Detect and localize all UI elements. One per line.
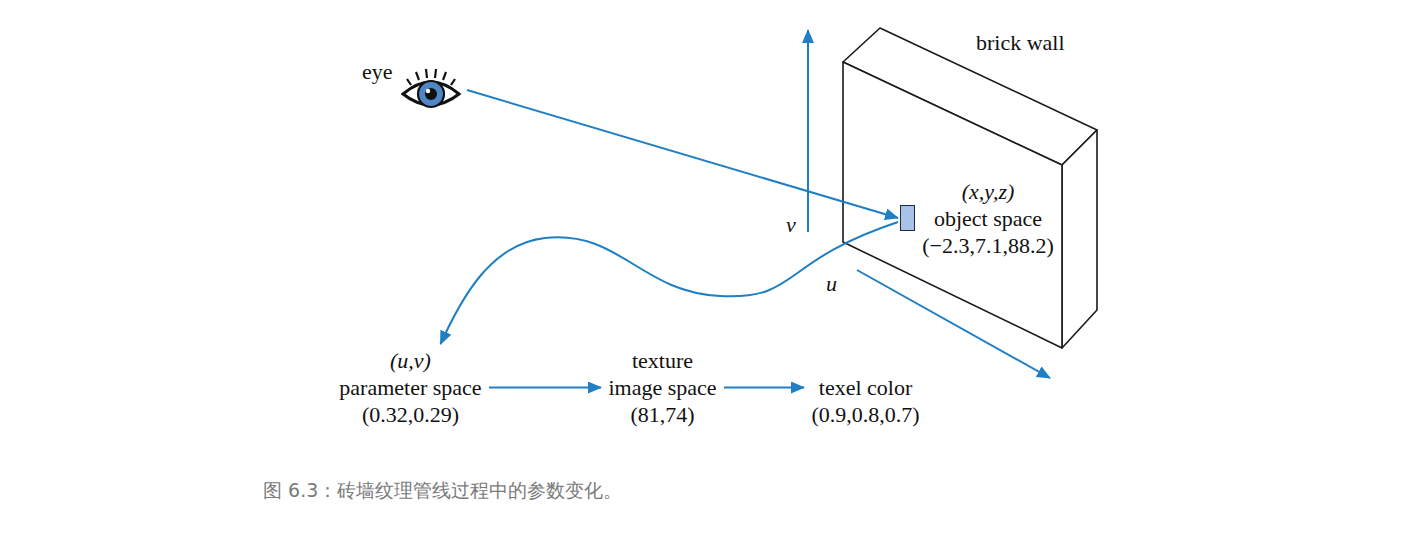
node-text: texel color: [810, 374, 921, 401]
surface-patch: [900, 205, 915, 231]
axis-label: u: [824, 271, 839, 297]
v-axis: [807, 30, 809, 232]
flow-arrow: [724, 387, 804, 389]
node-text: (0.32,0.29): [338, 401, 483, 428]
node-text: (0.9,0.8,0.7): [810, 401, 921, 428]
object-name: brick wall: [974, 30, 1067, 56]
node-text: parameter space: [338, 374, 483, 401]
node-text: eye: [362, 58, 393, 85]
axis-label: v: [784, 212, 798, 238]
image-space-node: textureimage space(81,74): [607, 347, 718, 428]
node-text: image space: [607, 374, 718, 401]
eye-icon: [399, 66, 463, 114]
texel-color-node: texel color(0.9,0.8,0.7): [810, 374, 921, 428]
wall-box: [843, 28, 1097, 348]
node-text: object space: [921, 205, 1055, 232]
node-text: (u,v): [338, 347, 483, 374]
parameter-space-node: (u,v)parameter space(0.32,0.29): [338, 347, 483, 428]
node-text: (x,y,z): [921, 178, 1055, 205]
node-text: (81,74): [607, 401, 718, 428]
u-axis: [857, 270, 1050, 378]
node-text: texture: [607, 347, 718, 374]
flow-arrow: [489, 387, 601, 389]
node-text: (−2.3,7.1,88.2): [921, 232, 1055, 259]
flow-arrow: [441, 222, 899, 344]
object-space-node: (x,y,z)object space(−2.3,7.1,88.2): [897, 178, 1055, 259]
eye-node: eye: [362, 58, 465, 114]
figure-caption: 图 6.3：砖墙纹理管线过程中的参数变化。: [263, 477, 622, 503]
flow-arrow: [467, 90, 898, 218]
